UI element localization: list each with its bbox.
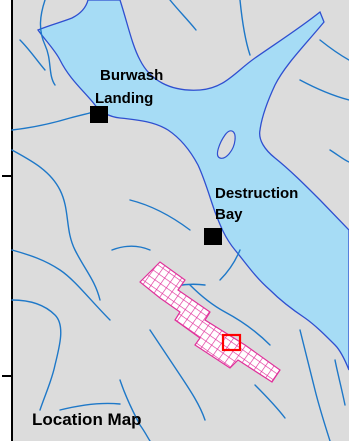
burwash-landing-label-line2: Landing bbox=[95, 90, 153, 107]
map-title: Location Map bbox=[32, 410, 142, 429]
destruction-bay-label-line2: Bay bbox=[215, 206, 243, 223]
target-area-box bbox=[221, 333, 242, 352]
burwash-landing-marker bbox=[90, 106, 108, 123]
island bbox=[216, 130, 236, 159]
lake bbox=[37, 0, 349, 371]
burwash-landing-label-line1: Burwash bbox=[100, 67, 163, 84]
destruction-bay-label-line1: Destruction bbox=[215, 185, 298, 202]
destruction-bay-marker bbox=[204, 228, 222, 245]
claim-block bbox=[139, 261, 281, 383]
stream-network bbox=[11, 0, 349, 442]
